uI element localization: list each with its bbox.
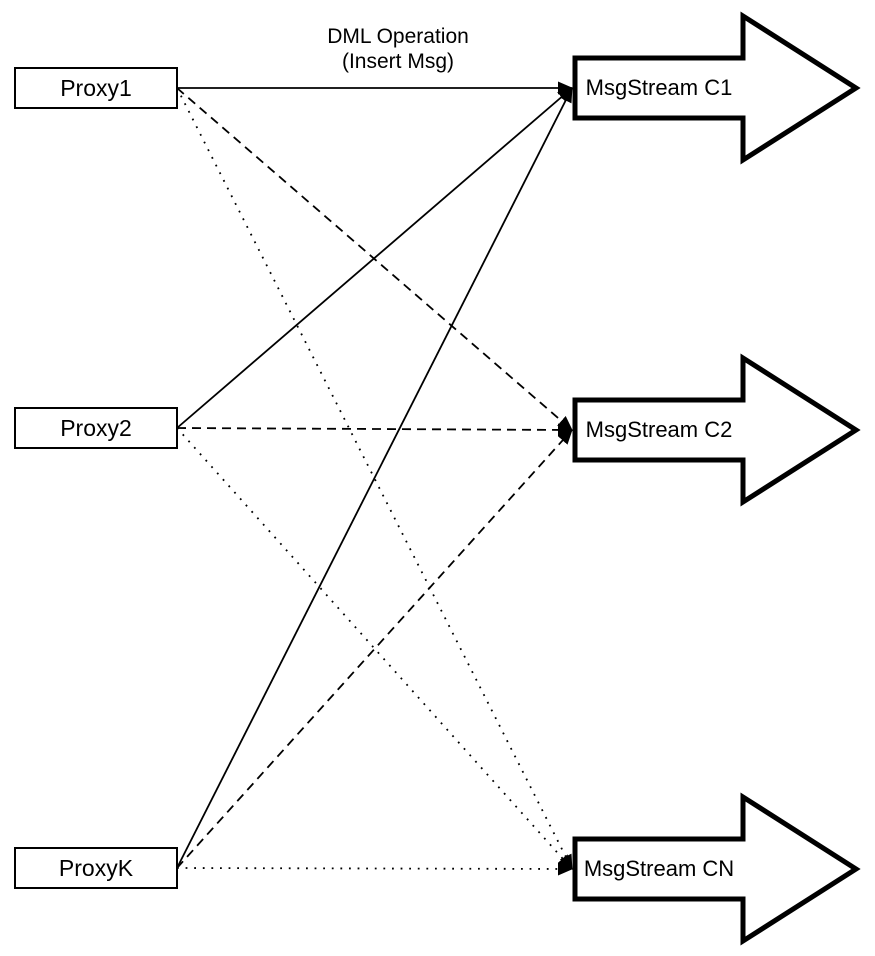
nodes-layer [14,11,861,946]
edge-proxy2-to-cn [176,427,573,870]
msgstream-c2-arrow [572,353,861,507]
proxyk-box [14,847,178,889]
proxy2-label: Proxy2 [60,415,132,441]
msgstream-cn-label: MsgStream CN [583,856,735,881]
proxy2-box [14,407,178,449]
edges-layer [176,81,573,876]
msgstream-cn-arrow [572,792,861,946]
edge-proxyk-to-c2 [176,429,573,869]
msgstream-c1-arrow [572,11,861,165]
caption-line1: DML Operation [327,25,469,48]
msgstream-c2-label: MsgStream C2 [585,417,733,442]
proxy1-box [14,67,178,109]
caption-line2: (Insert Msg) [341,50,454,73]
edge-proxyk-to-c1 [176,87,573,869]
msgstream-c1-label: MsgStream C1 [585,75,733,100]
edge-proxy2-to-c2 [176,423,573,437]
proxyk-label: ProxyK [58,855,134,881]
proxy1-label: Proxy1 [60,75,132,101]
edge-proxy1-to-c2 [176,87,573,431]
caption: DML Operation (Insert Msg) [278,24,518,74]
edge-proxyk-to-cn [176,862,573,876]
